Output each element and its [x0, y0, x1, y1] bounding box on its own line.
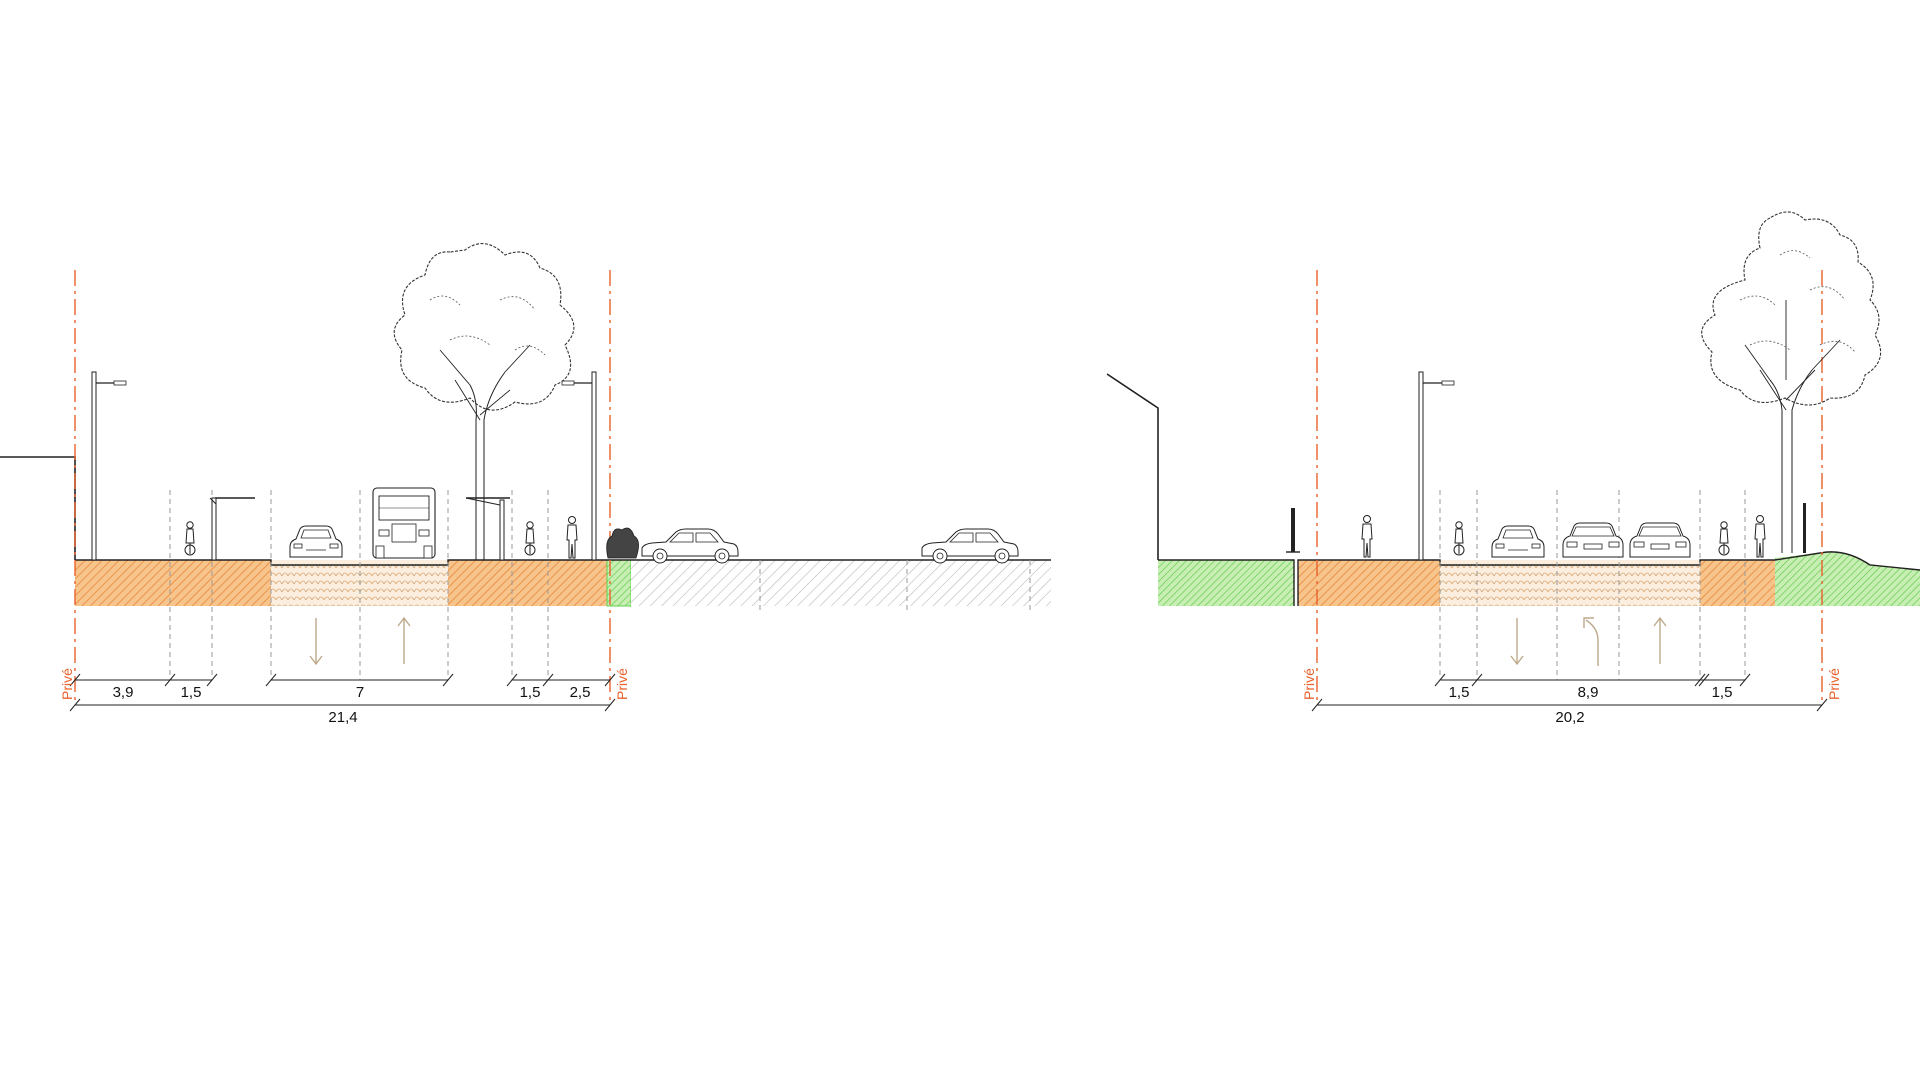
bus-shelter-icon — [209, 497, 255, 561]
right-lane-dividers — [1439, 490, 1746, 680]
car-side-icon — [641, 528, 739, 564]
street-lamp-icon — [1418, 371, 1455, 561]
right-green-left — [1158, 560, 1294, 606]
tree-icon — [393, 243, 575, 560]
arrow-up-icon — [397, 616, 411, 664]
dimension-label: 1,5 — [520, 684, 541, 701]
arrow-turn-left-icon — [1583, 617, 1599, 666]
car-front-icon — [1491, 525, 1545, 558]
cyclist-icon — [524, 521, 536, 556]
right-dimension-lines — [1311, 673, 1828, 712]
left-dimension-lines — [69, 673, 616, 712]
dimension-label: 8,9 — [1578, 684, 1599, 701]
bus-shelter-icon — [465, 497, 510, 561]
car-side-icon — [921, 528, 1019, 564]
cyclist-icon — [184, 521, 196, 556]
bus-front-icon — [372, 487, 436, 559]
private-label: Privé — [1826, 668, 1842, 700]
dimension-total-label: 20,2 — [1555, 709, 1584, 726]
shrub-icon — [606, 527, 639, 559]
dimension-label: 7 — [356, 684, 364, 701]
private-label: Privé — [1301, 668, 1317, 700]
right-sidewalk-left — [1298, 560, 1440, 606]
left-green-strip — [606, 559, 632, 607]
dimension-label: 1,5 — [1712, 684, 1733, 701]
left-section: 3,9 1,5 7 1,5 2,5 21,4 Privé Privé — [0, 243, 1051, 726]
street-lamp-icon — [91, 371, 127, 561]
left-lane-dividers — [169, 490, 1031, 680]
cyclist-icon — [1718, 521, 1730, 556]
car-front-icon — [289, 525, 343, 558]
dimension-label: 2,5 — [570, 684, 591, 701]
pedestrian-icon — [566, 516, 578, 559]
pedestrian-icon — [1754, 515, 1766, 558]
left-sidewalk-left — [75, 560, 271, 606]
dimension-label: 1,5 — [1449, 684, 1470, 701]
left-sidewalk-right — [448, 560, 607, 606]
dimension-label: 3,9 — [113, 684, 134, 701]
car-rear-icon — [1562, 522, 1624, 558]
left-building-outline — [0, 456, 76, 560]
right-roadway — [1440, 560, 1700, 606]
dimension-label: 1,5 — [181, 684, 202, 701]
street-lamp-icon — [561, 371, 597, 561]
private-label: Privé — [614, 668, 630, 700]
right-green-right — [1775, 551, 1920, 606]
arrow-down-icon — [309, 618, 323, 666]
arrow-up-icon — [1653, 616, 1667, 664]
right-building-outline — [1106, 373, 1159, 560]
tree-icon — [1701, 211, 1882, 553]
arrow-down-icon — [1510, 618, 1524, 666]
right-section: 1,5 8,9 1,5 20,2 Privé Privé — [1106, 211, 1920, 726]
left-parking-area — [631, 560, 1051, 606]
cyclist-icon — [1453, 521, 1465, 556]
pedestrian-icon — [1361, 515, 1373, 558]
car-rear-icon — [1629, 522, 1691, 558]
private-label: Privé — [59, 668, 75, 700]
bollard-icon — [1286, 508, 1300, 553]
right-sidewalk-right — [1700, 560, 1775, 606]
dimension-total-label: 21,4 — [328, 709, 357, 726]
fence-post-icon — [1803, 503, 1806, 553]
